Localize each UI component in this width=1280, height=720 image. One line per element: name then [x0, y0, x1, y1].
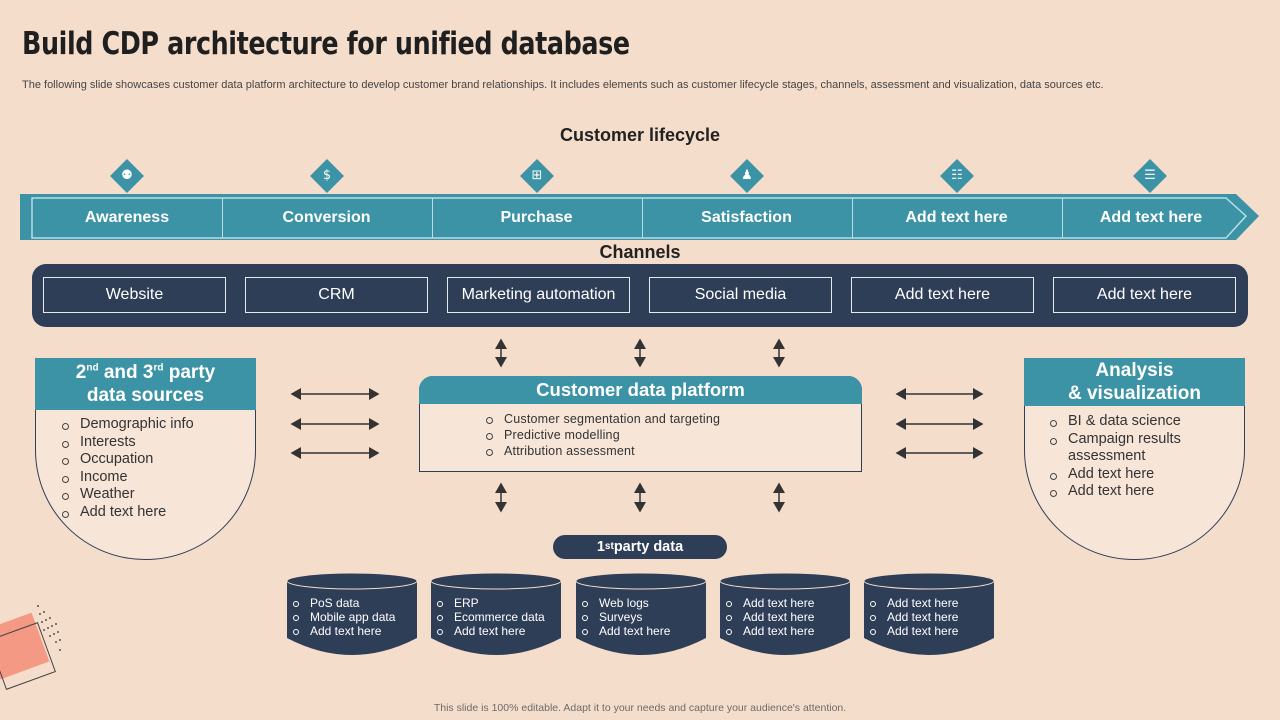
cdp-header: Customer data platform	[419, 376, 862, 404]
lifecycle-stage: Conversion	[282, 209, 371, 226]
stage-divider	[642, 198, 643, 238]
list-item: Interests	[61, 434, 194, 452]
cylinder-item: ERP	[436, 596, 545, 610]
footer-note: This slide is 100% editable. Adapt it to…	[433, 702, 847, 714]
shopping-cart-icon: ⊞	[531, 168, 543, 183]
cylinder-item: Add text here	[725, 610, 814, 624]
lifecycle-stage: Add text here	[1099, 209, 1203, 226]
stage-divider	[1062, 198, 1063, 238]
channel-item: Add text here	[1053, 277, 1236, 313]
cylinder-item: Add text here	[581, 624, 670, 638]
cylinder-item: Mobile app data	[292, 610, 395, 624]
lifecycle-band	[20, 194, 1259, 240]
channel-item: Marketing automation	[447, 277, 630, 313]
cylinder-item: Add text here	[725, 596, 814, 610]
decorative-corner-shape	[0, 605, 61, 690]
list-item: Attribution assessment	[485, 443, 720, 459]
list-item: Add text here	[61, 504, 194, 522]
list-item: Campaign results assessment	[1049, 431, 1229, 466]
list-item: Customer segmentation and targeting	[485, 411, 720, 427]
clipboard-icon: ☷	[951, 168, 963, 183]
lifecycle-stage: Add text here	[905, 209, 1008, 226]
team-icon: ♟	[741, 168, 753, 183]
channel-item: CRM	[245, 277, 428, 313]
checklist-icon: ☰	[1144, 168, 1156, 183]
cylinder-item: Add text here	[869, 610, 958, 624]
lifecycle-stage: Awareness	[84, 209, 170, 226]
list-item: Occupation	[61, 451, 194, 469]
third-party-header: 2nd and 3rd party data sources	[35, 358, 256, 410]
stage-divider	[222, 198, 223, 238]
list-item: Add text here	[1049, 483, 1229, 501]
cylinder-item: PoS data	[292, 596, 395, 610]
lifecycle-stage: Purchase	[500, 209, 573, 226]
stage-divider	[432, 198, 433, 238]
lifecycle-stage: Satisfaction	[701, 209, 792, 226]
analysis-header: Analysis & visualization	[1024, 358, 1245, 406]
cylinder-item: Add text here	[869, 596, 958, 610]
page-title: Build CDP architecture for unified datab…	[22, 26, 630, 62]
list-item: Income	[61, 469, 194, 487]
list-item: Demographic info	[61, 416, 194, 434]
channels-panel	[32, 264, 1248, 327]
cylinder-item: Add text here	[436, 624, 545, 638]
cdp-panel: Customer data platform Customer segmenta…	[419, 376, 862, 472]
cylinder-item: Surveys	[581, 610, 670, 624]
lifecycle-heading: Customer lifecycle	[559, 125, 721, 145]
cylinder-item: Web logs	[581, 596, 670, 610]
stage-divider	[852, 198, 853, 238]
list-item: BI & data science	[1049, 413, 1229, 431]
list-item: Weather	[61, 486, 194, 504]
channel-item: Social media	[649, 277, 832, 313]
channels-heading: Channels	[599, 242, 681, 262]
list-item: Predictive modelling	[485, 427, 720, 443]
page-subtitle: The following slide showcases customer d…	[22, 79, 1104, 91]
channel-item: Add text here	[851, 277, 1034, 313]
list-item: Add text here	[1049, 466, 1229, 484]
cylinder-item: Add text here	[869, 624, 958, 638]
funnel-dollar-icon: $	[322, 168, 332, 183]
cylinder-item: Ecommerce data	[436, 610, 545, 624]
people-network-icon: ⚉	[121, 168, 133, 183]
channel-item: Website	[43, 277, 226, 313]
cylinder-item: Add text here	[292, 624, 395, 638]
cylinder-item: Add text here	[725, 624, 814, 638]
